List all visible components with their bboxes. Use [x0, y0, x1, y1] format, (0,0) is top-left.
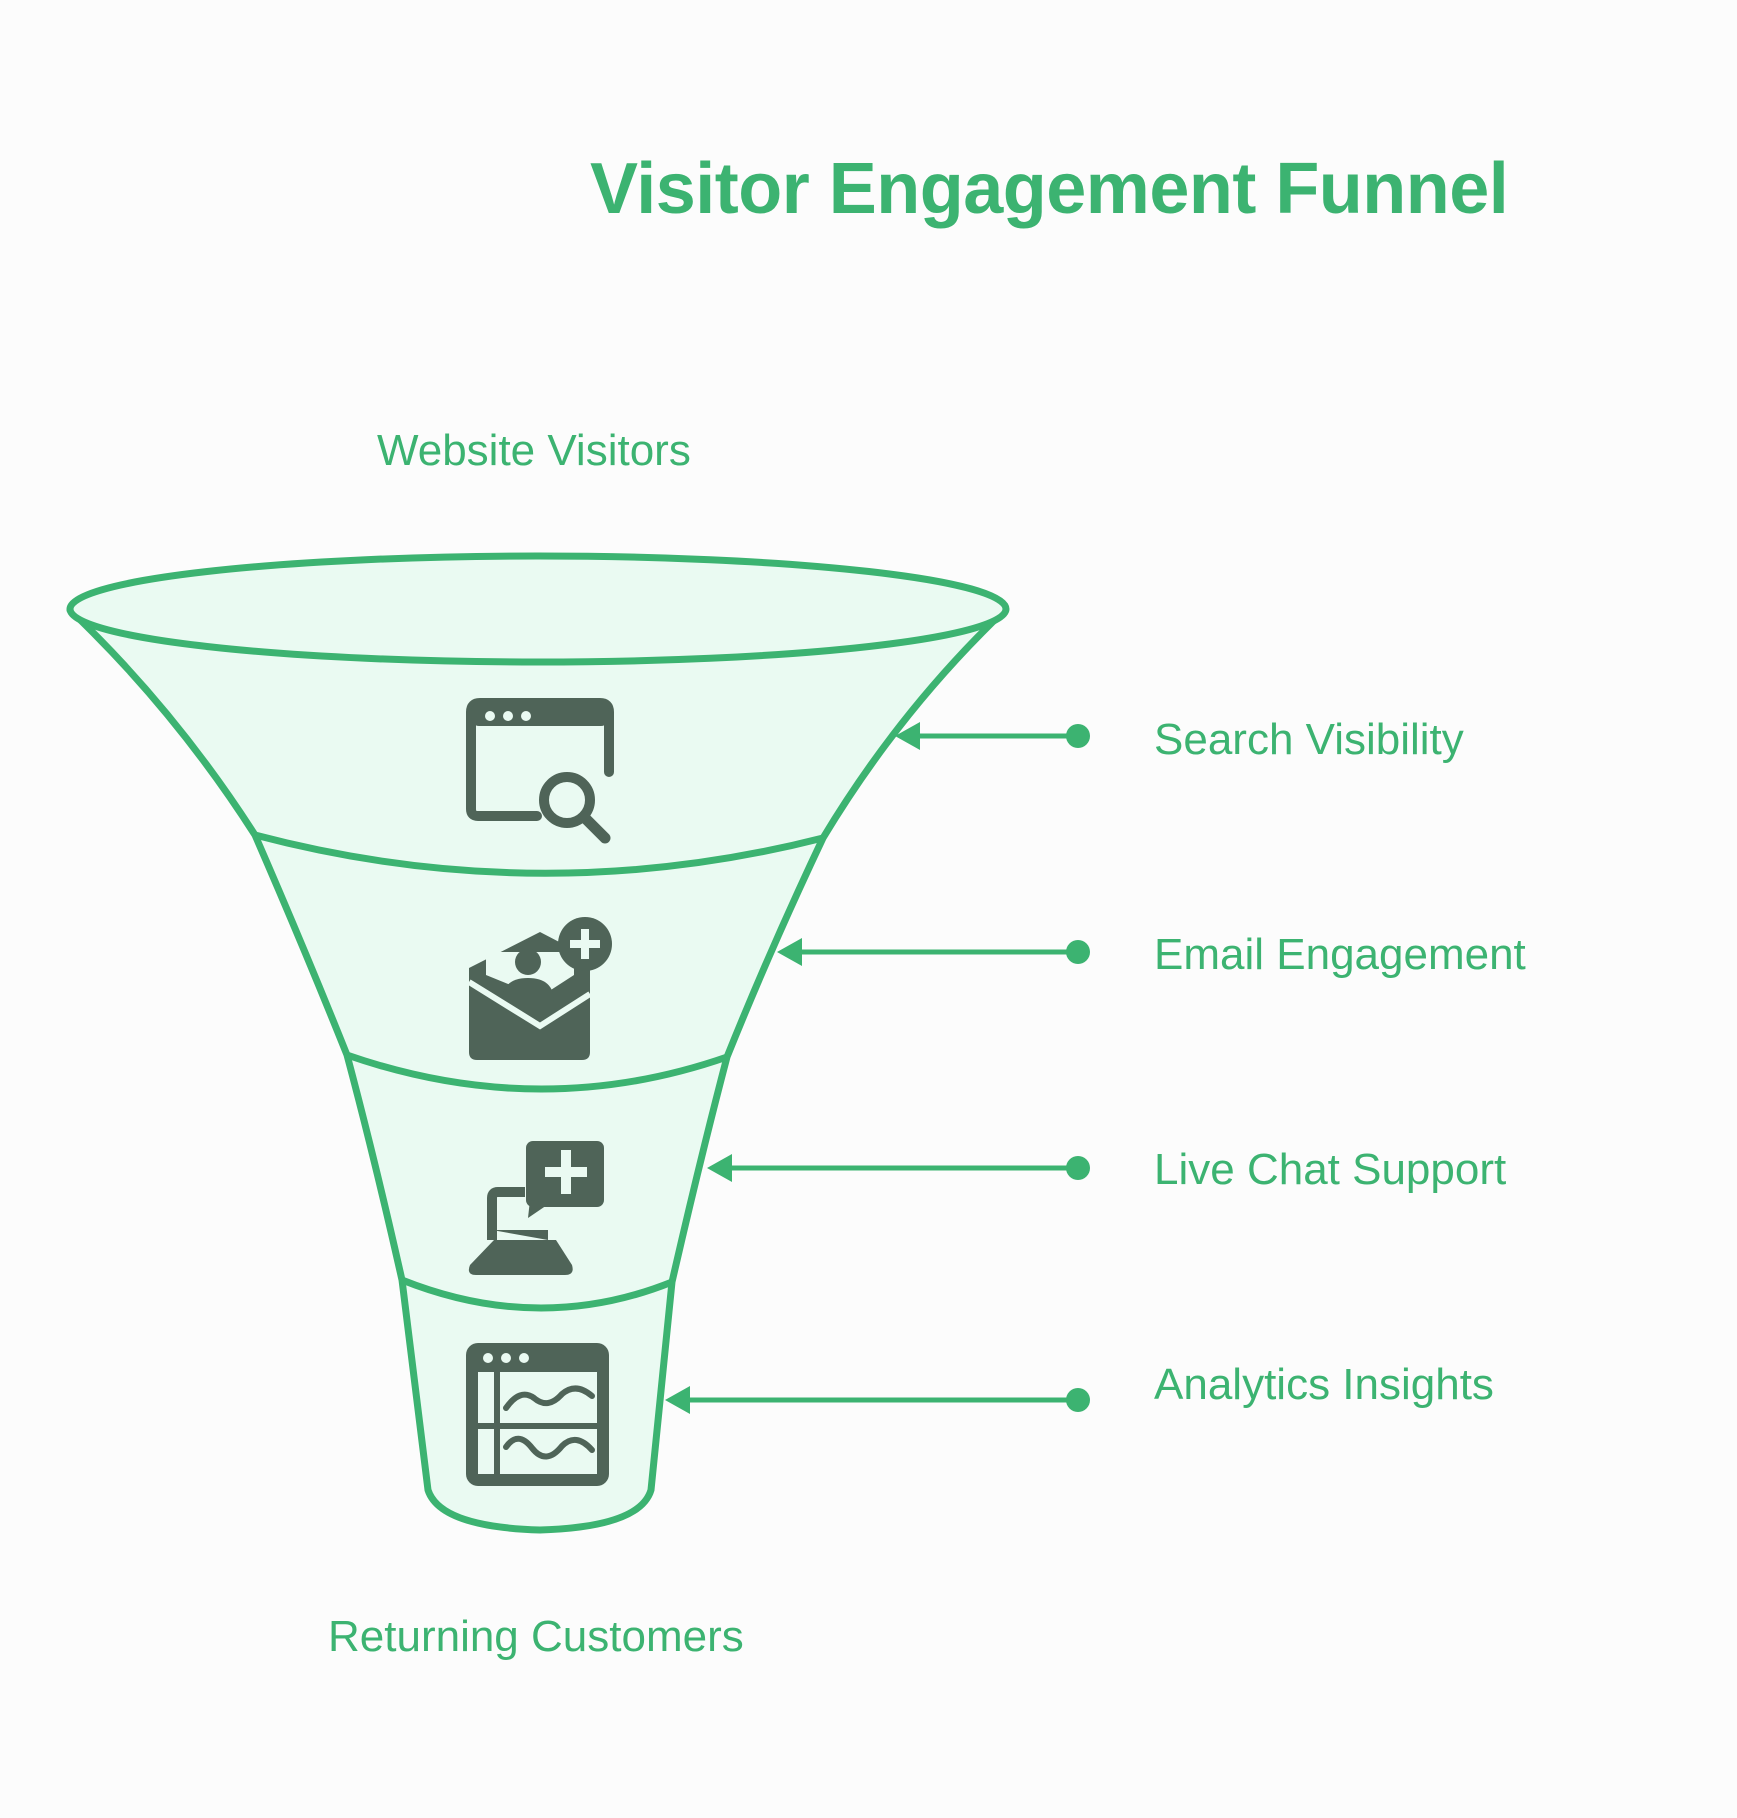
connector-analytics-insights [665, 1386, 1090, 1414]
email-add-user-icon [467, 917, 612, 1060]
funnel-body [66, 606, 1009, 1534]
stage-label-live-chat-support: Live Chat Support [1154, 1145, 1507, 1194]
stage-divider [345, 1051, 729, 1093]
analytics-dashboard-icon [466, 1343, 609, 1486]
connector-search-visibility [895, 722, 1090, 750]
funnel-bottom-label: Returning Customers [328, 1612, 744, 1661]
browser-search-icon [466, 698, 614, 844]
connector-email-engagement [777, 938, 1090, 966]
stage-divider [400, 1276, 674, 1312]
connector-live-chat-support [707, 1154, 1090, 1182]
stage-divider [254, 831, 824, 877]
stage-label-search-visibility: Search Visibility [1154, 715, 1464, 764]
funnel-top-label: Website Visitors [377, 426, 691, 475]
chat-support-icon [468, 1141, 604, 1275]
page-title: Visitor Engagement Funnel [590, 149, 1509, 229]
stage-label-email-engagement: Email Engagement [1154, 930, 1526, 979]
funnel-rim [66, 552, 1010, 666]
stage-label-analytics-insights: Analytics Insights [1154, 1360, 1494, 1409]
